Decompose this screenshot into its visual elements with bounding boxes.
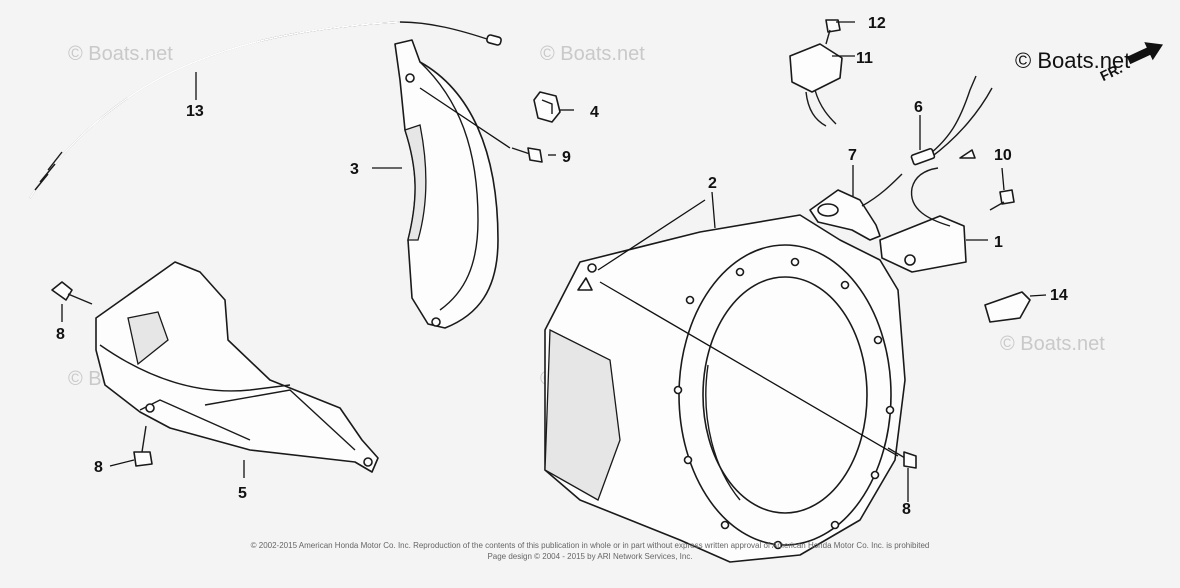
callout-10: 10: [994, 147, 1012, 164]
copyright-footer: © 2002-2015 American Honda Motor Co. Inc…: [251, 541, 930, 561]
copyright-line-2: Page design © 2004 - 2015 by ARI Network…: [487, 552, 692, 561]
part-9-bolt: [511, 147, 543, 163]
part-13-wire: [29, 21, 502, 199]
part-10-bolt: [989, 189, 1015, 211]
callout-3: 3: [350, 161, 359, 178]
callout-12: 12: [868, 15, 886, 32]
part-11-condenser: [789, 43, 843, 127]
part-7-plug-cap: [809, 173, 903, 241]
copyright-line-1: © 2002-2015 American Honda Motor Co. Inc…: [251, 541, 930, 550]
callout-14: 14: [1050, 287, 1068, 304]
callout-labels: 13 3 2 4 9 6 7 10 1 14 12 11 8 8 5 8: [56, 15, 1068, 518]
callout-1: 1: [994, 234, 1003, 251]
direction-arrow-icon: [1126, 42, 1164, 65]
callout-5: 5: [238, 485, 247, 502]
part-8-bolt-left-lower: [133, 425, 153, 467]
callout-7: 7: [848, 147, 857, 164]
part-4-clip: [533, 91, 561, 123]
callout-6: 6: [914, 99, 923, 116]
callout-13: 13: [186, 103, 204, 120]
watermark-text: © Boats.net: [68, 43, 173, 65]
fan-cover-bolt-holes: [673, 257, 895, 550]
part-12-bolt: [825, 19, 841, 45]
callout-11: 11: [856, 50, 873, 67]
part-2-fan-cover: [544, 214, 906, 563]
callout-4: 4: [590, 104, 599, 121]
part-8-bolt-right: [887, 447, 917, 469]
leader-lines: [61, 21, 1047, 502]
part-8-bolt-left-upper: [51, 281, 93, 305]
callout-8: 8: [902, 501, 911, 518]
watermark-text: © Boats.net: [1000, 333, 1105, 355]
watermark-text: © Boats.net: [540, 43, 645, 65]
part-1-ignition-coil: [879, 167, 967, 273]
part-5-air-guide: [95, 261, 379, 473]
callout-2: 2: [708, 175, 717, 192]
part-3-shroud: [394, 39, 499, 329]
callout-8: 8: [56, 326, 65, 343]
part-6-wire: [910, 75, 993, 166]
brand-logo: © Boats.net: [1015, 48, 1130, 73]
callout-8: 8: [94, 459, 103, 476]
part-14-tube: [984, 291, 1031, 323]
callout-9: 9: [562, 149, 571, 166]
